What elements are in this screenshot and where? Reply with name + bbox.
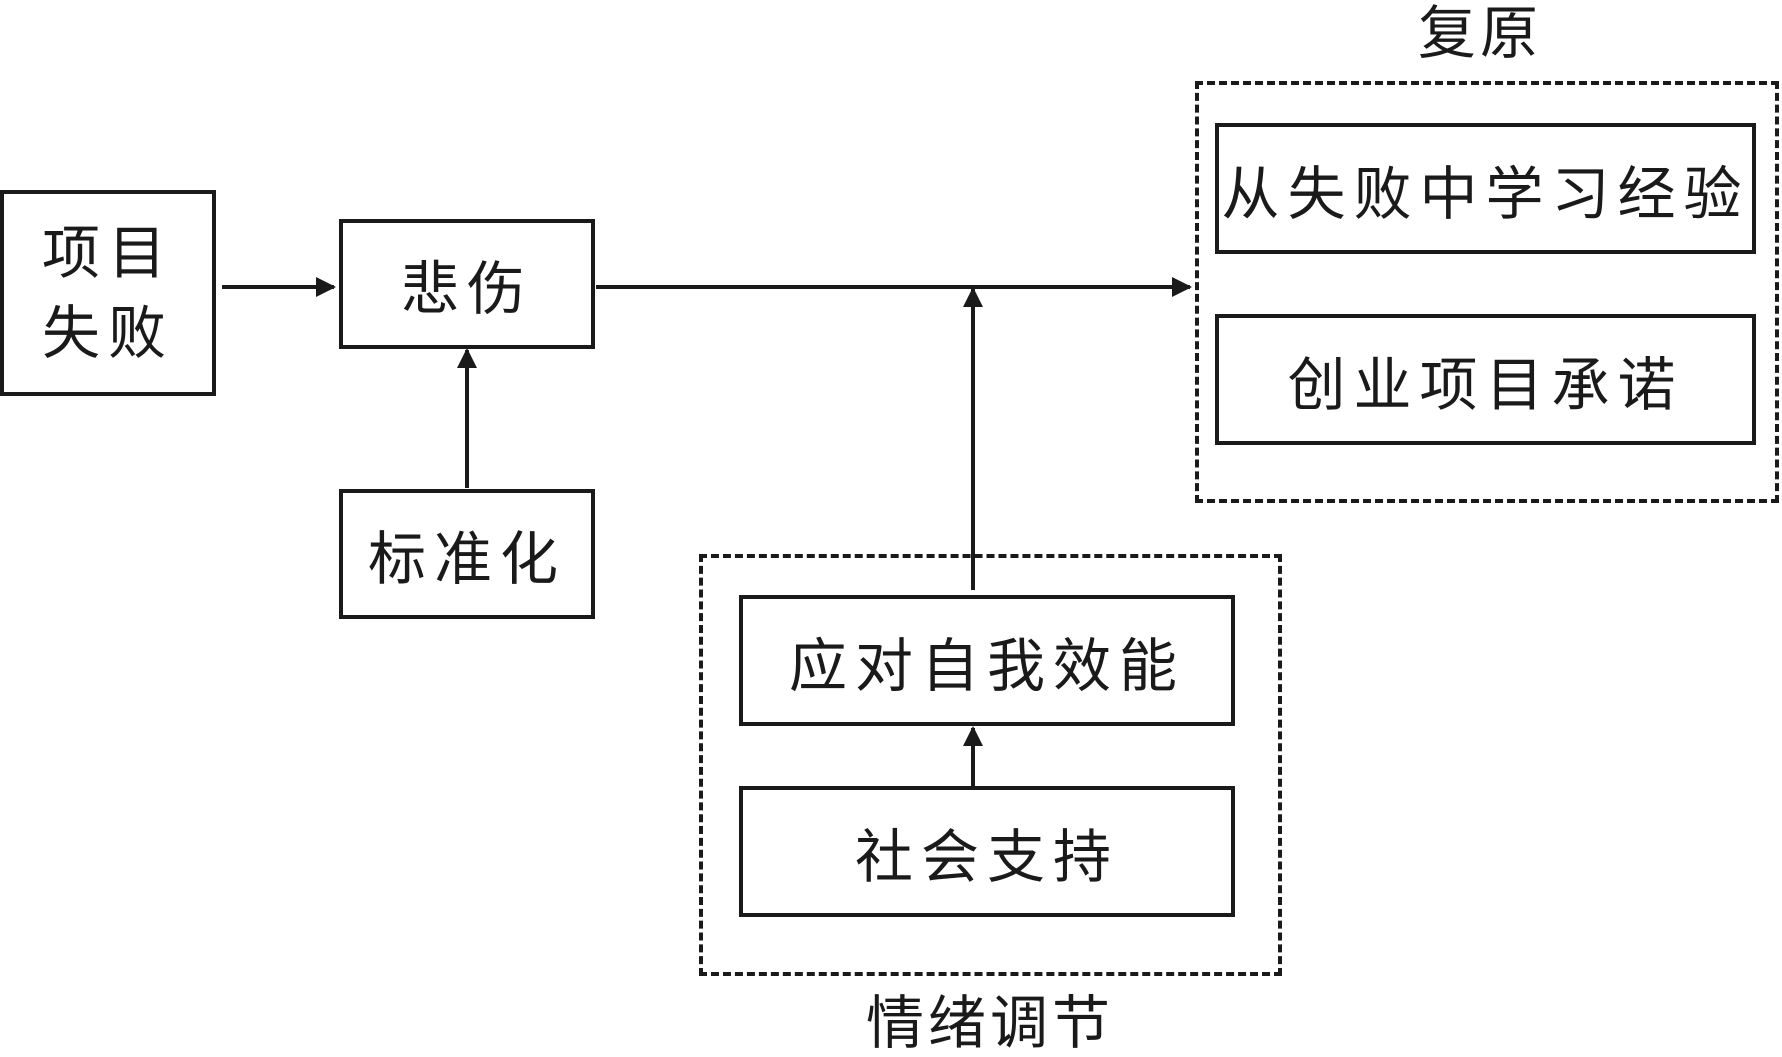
recovery-group: [1195, 81, 1779, 503]
emotion-regulation-group: [699, 554, 1282, 976]
recovery-group-label: 复原: [1417, 0, 1542, 67]
project-failure-line1: 项目: [41, 219, 174, 287]
grief-node: 悲伤: [339, 219, 595, 349]
venture-commitment-node: 创业项目承诺: [1215, 314, 1756, 445]
emotion-regulation-group-label: 情绪调节: [865, 989, 1114, 1057]
learning-from-failure-node: 从失败中学习经验: [1215, 123, 1756, 254]
social-support-node: 社会支持: [739, 786, 1235, 917]
normalization-node: 标准化: [339, 489, 595, 619]
project-failure-line2: 失败: [41, 299, 174, 367]
coping-self-efficacy-node: 应对自我效能: [739, 595, 1235, 726]
project-failure-node: 项目 失败: [0, 190, 216, 396]
